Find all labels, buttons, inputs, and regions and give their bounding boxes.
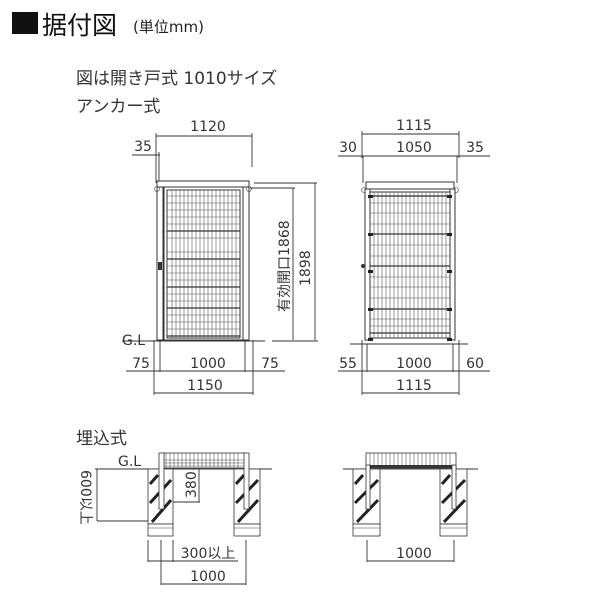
page-title: 据付図	[42, 11, 117, 40]
front-top-offset: 35	[134, 139, 152, 155]
header: 据付図 (単位mm)	[12, 11, 204, 40]
door-handle-icon	[158, 262, 162, 270]
side-top-left: 30	[339, 140, 357, 156]
embedded-depth-min: 600以上	[77, 470, 93, 525]
side-top-center: 1050	[396, 140, 432, 156]
title-square-icon	[12, 12, 38, 34]
embedded-title: 埋込式	[76, 429, 127, 449]
front-view: 1120 35	[122, 119, 318, 395]
side-bottom-left: 55	[339, 356, 357, 372]
embedded-foundation-width: 300以上	[181, 546, 236, 562]
front-height: 1898	[298, 250, 314, 286]
front-effective-opening: 有効開口1868	[277, 220, 293, 312]
side-top-total: 1115	[396, 118, 432, 134]
front-bottom-total: 1150	[187, 378, 223, 394]
note-line-1: 図は開き戸式 1010サイズ	[76, 69, 277, 89]
side-bottom-right: 60	[466, 356, 484, 372]
unit-label: (単位mm)	[133, 18, 204, 36]
embedded-span: 1000	[190, 569, 226, 585]
embedded-side-view: 1000	[343, 452, 478, 562]
front-top-width: 1120	[190, 119, 226, 135]
front-bottom-left: 75	[132, 356, 150, 372]
embedded-front-view: G.L 380 600以上 300以上 1000	[77, 452, 272, 585]
front-bottom-right: 75	[261, 356, 279, 372]
embedded-side-span: 1000	[396, 546, 432, 562]
side-view: 1115 30 1050 35	[338, 118, 490, 395]
front-bottom-center: 1000	[190, 356, 226, 372]
side-top-right: 35	[466, 140, 484, 156]
side-bottom-total: 1115	[396, 378, 432, 394]
embedded-ground-label: G.L	[118, 454, 141, 470]
note-line-2: アンカー式	[76, 97, 160, 117]
embedded-post-depth: 380	[184, 471, 200, 498]
latch-icon	[361, 264, 365, 268]
side-bottom-center: 1000	[396, 356, 432, 372]
